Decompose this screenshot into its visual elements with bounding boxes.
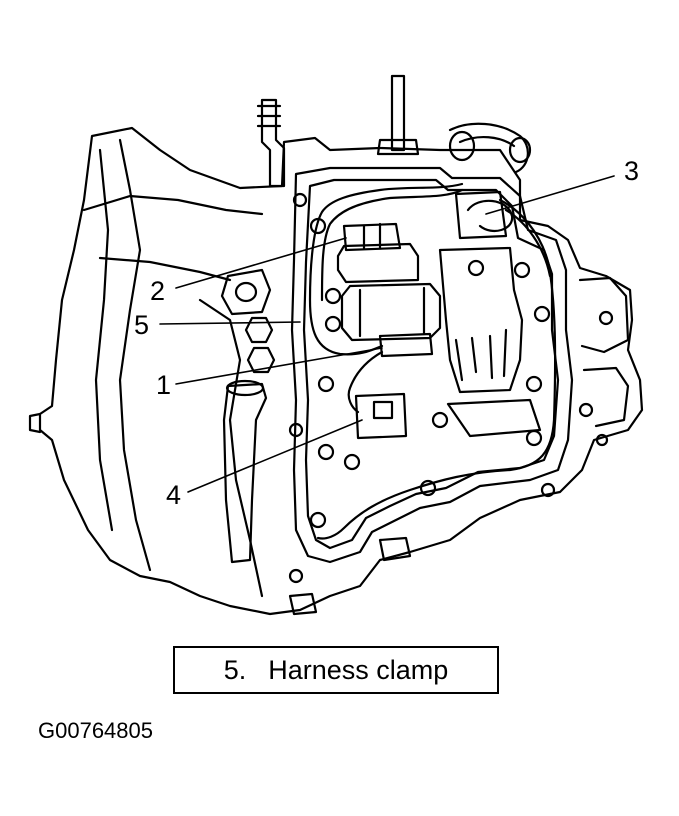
- callout-5: 5: [134, 310, 149, 340]
- cover-bolt: [525, 375, 543, 393]
- extension-case-lower: [582, 366, 630, 428]
- harness-top-bundle-inner: [458, 136, 516, 148]
- valve-body-cover: [290, 166, 574, 564]
- connector-top-right: [454, 190, 508, 240]
- transaxle-case-outline: [38, 126, 644, 616]
- cover-bolt: [317, 375, 335, 393]
- leader-line-2: [175, 237, 347, 289]
- wire-harness: [308, 182, 464, 356]
- cover-bolt: [288, 568, 304, 584]
- input-shaft-collar: [376, 138, 420, 156]
- cover-bolt: [317, 443, 335, 461]
- mount-boss: [220, 268, 272, 316]
- shaft-stub-left: [28, 412, 42, 434]
- leader-line-3: [485, 175, 615, 215]
- cover-bolt: [595, 433, 609, 447]
- cover-bolt: [513, 261, 531, 279]
- connector-upper: [342, 222, 402, 252]
- cover-bolt: [324, 315, 342, 333]
- wire-harness: [347, 350, 384, 414]
- input-shaft: [390, 74, 406, 152]
- valve-body-right: [438, 246, 524, 394]
- filler-tube: [260, 98, 286, 188]
- cover-bolt: [419, 479, 437, 497]
- cover-bolt: [578, 402, 594, 418]
- cover-bolt: [292, 192, 308, 208]
- legend-text: Harness clamp: [268, 654, 449, 685]
- callout-4: 4: [166, 480, 181, 510]
- cover-bolt: [324, 287, 342, 305]
- bottom-boss: [378, 536, 412, 562]
- connector-lower-socket: [372, 400, 394, 420]
- cover-bolt: [431, 411, 449, 429]
- cover-bolt: [343, 453, 361, 471]
- legend-number: 5.: [223, 654, 247, 685]
- filler-tube-cap: [256, 104, 282, 128]
- extension-case: [578, 276, 630, 354]
- valve-plate: [446, 398, 542, 438]
- case-rib: [82, 194, 264, 216]
- upper-solenoid: [336, 242, 420, 284]
- mount-boss-hole: [234, 281, 258, 303]
- solenoid-body-edge: [358, 286, 426, 338]
- leader-line-1: [175, 347, 383, 385]
- cover-bolt: [533, 305, 551, 323]
- cover-bolt: [309, 511, 327, 529]
- cover-bolt: [467, 259, 485, 277]
- valve-passages: [454, 328, 508, 382]
- wire-harness: [504, 208, 552, 278]
- case-tube: [222, 382, 268, 564]
- connector-upper-latch: [362, 222, 382, 250]
- hex-bolt: [244, 316, 274, 344]
- harness-grommet: [508, 136, 532, 164]
- legend-box: 5. Harness clamp: [173, 646, 499, 694]
- tube-mouth: [225, 379, 265, 397]
- callout-3: 3: [624, 156, 639, 186]
- cover-bolt: [540, 482, 556, 498]
- wire-harness: [316, 198, 557, 540]
- wire-harness: [320, 188, 464, 302]
- harness-grommet: [448, 130, 476, 162]
- cover-bolt: [525, 429, 543, 447]
- harness-top-bundle: [448, 122, 529, 174]
- solenoid-body: [340, 282, 442, 342]
- callout-2: 2: [150, 276, 165, 306]
- connector-middle: [378, 332, 434, 358]
- callout-1: 1: [156, 370, 171, 400]
- bell-housing-ridge: [94, 148, 114, 532]
- leader-line-4: [187, 419, 363, 493]
- bottom-boss: [288, 592, 318, 616]
- bell-housing-flange: [118, 138, 152, 572]
- cover-bolt: [288, 422, 304, 438]
- leader-line-5: [159, 321, 301, 325]
- harness-loop-top: [466, 199, 514, 233]
- connector-lower: [354, 392, 408, 440]
- figure-id: G00764805: [38, 718, 153, 743]
- cover-bolt: [598, 310, 614, 326]
- valve-body-cover-inner: [302, 178, 560, 550]
- hex-bolt: [246, 346, 276, 374]
